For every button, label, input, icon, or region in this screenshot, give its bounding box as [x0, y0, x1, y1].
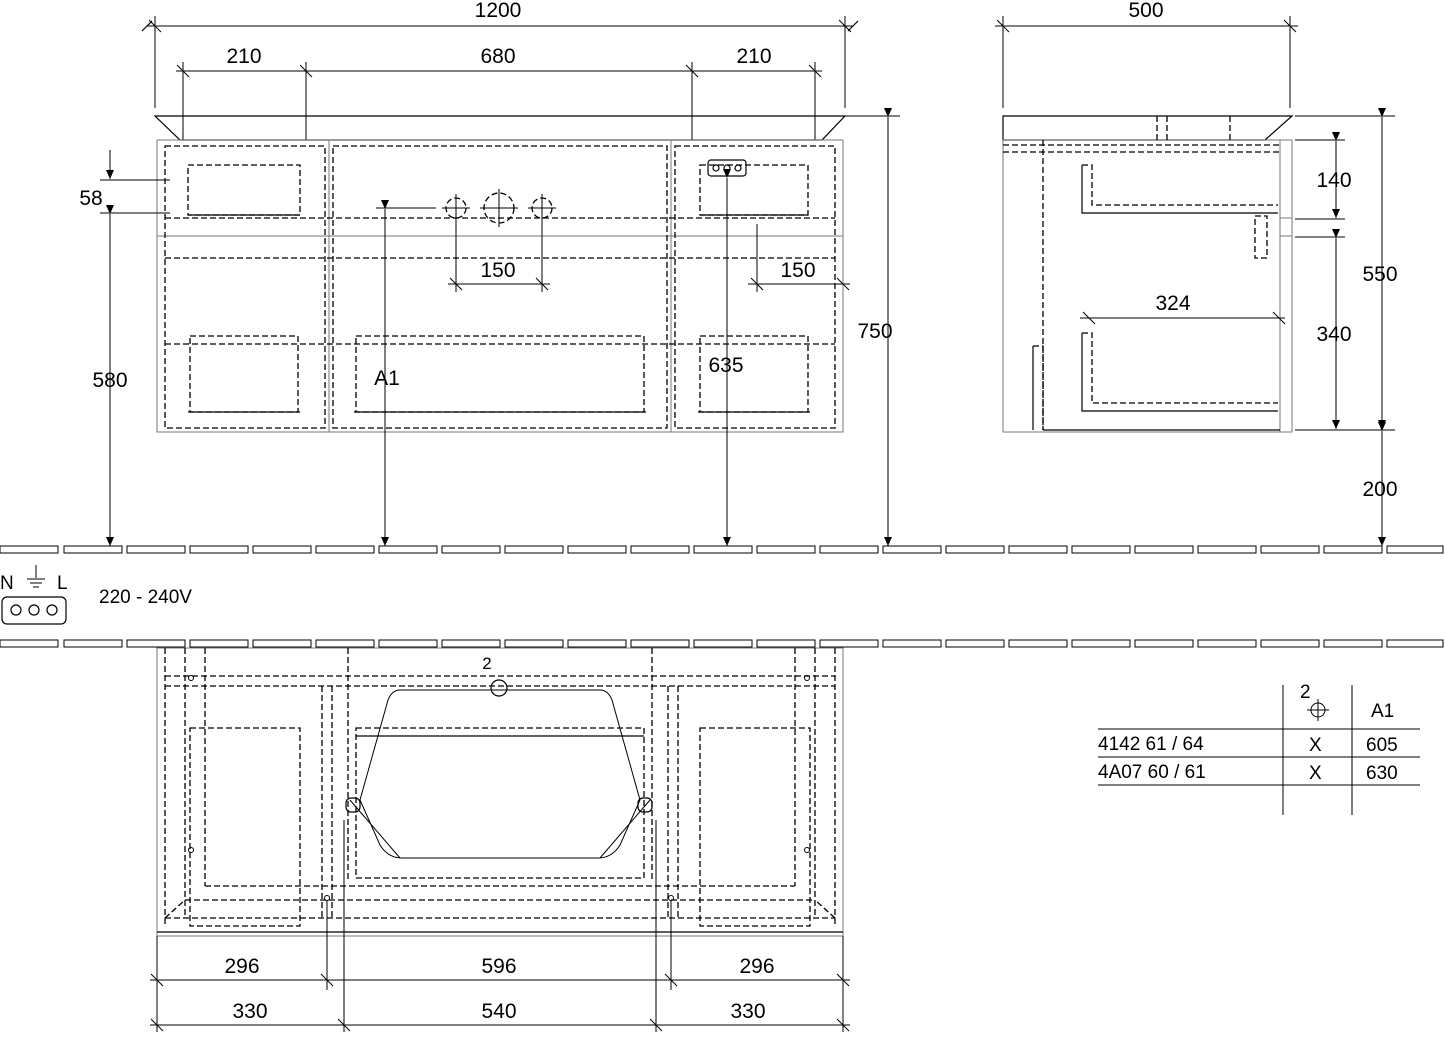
- table-row-mark: X: [1309, 763, 1322, 784]
- dim-width-total: 1200: [475, 0, 522, 22]
- front-view: [100, 16, 900, 546]
- table-header-symbol: 2: [1300, 682, 1311, 703]
- dim-drawer-center: 596: [481, 955, 516, 978]
- wall-line-upper: [0, 545, 1444, 554]
- dim-depth: 500: [1128, 0, 1163, 22]
- tap-left-icon: [442, 194, 470, 222]
- label-a1: A1: [374, 367, 400, 390]
- dim-drawer-left: 296: [224, 955, 259, 978]
- table-row-model: 4142 61 / 64: [1098, 734, 1204, 755]
- dim-top-drawer: 58: [79, 187, 102, 210]
- dim-inner-depth: 324: [1155, 292, 1190, 315]
- dim-lower-height: 340: [1316, 323, 1351, 346]
- spec-table: [1098, 685, 1420, 815]
- dim-cabinet-height: 550: [1362, 263, 1397, 286]
- dim-right-offset: 210: [736, 45, 771, 68]
- dim-tap-spacing: 150: [480, 259, 515, 282]
- label-neutral: N: [0, 573, 14, 594]
- dim-drawer-right: 296: [739, 955, 774, 978]
- dim-left-offset: 210: [226, 45, 261, 68]
- table-row-mark: X: [1309, 735, 1322, 756]
- dim-total-height: 750: [857, 320, 892, 343]
- label-drain: 2: [482, 654, 491, 673]
- side-view: [995, 16, 1395, 546]
- dim-carcass-center: 540: [481, 1000, 516, 1023]
- crosshair-icon: [1307, 699, 1329, 721]
- dim-carcass-right: 330: [730, 1000, 765, 1023]
- plan-view: [150, 647, 850, 1032]
- table-header-a1: A1: [1371, 701, 1394, 722]
- dim-socket-height: 635: [708, 354, 743, 377]
- dim-floor-gap: 200: [1362, 478, 1397, 501]
- label-live: L: [57, 573, 68, 594]
- table-row-model: 4A07 60 / 61: [1098, 762, 1206, 783]
- label-voltage: 220 - 240V: [99, 587, 192, 608]
- tap-right-icon: [528, 194, 556, 222]
- table-row-a1: 605: [1366, 735, 1398, 756]
- table-row-a1: 630: [1366, 763, 1398, 784]
- tap-center-icon: [480, 189, 518, 227]
- power-socket-icon: [1, 565, 67, 625]
- wall-line-lower: [0, 639, 1444, 648]
- drain-icon: [490, 679, 508, 697]
- dim-right-tap-spacing: 150: [780, 259, 815, 282]
- dim-upper-height: 140: [1316, 169, 1351, 192]
- dim-center-width: 680: [480, 45, 515, 68]
- dim-floor-to-a1: 580: [92, 369, 127, 392]
- dim-carcass-left: 330: [232, 1000, 267, 1023]
